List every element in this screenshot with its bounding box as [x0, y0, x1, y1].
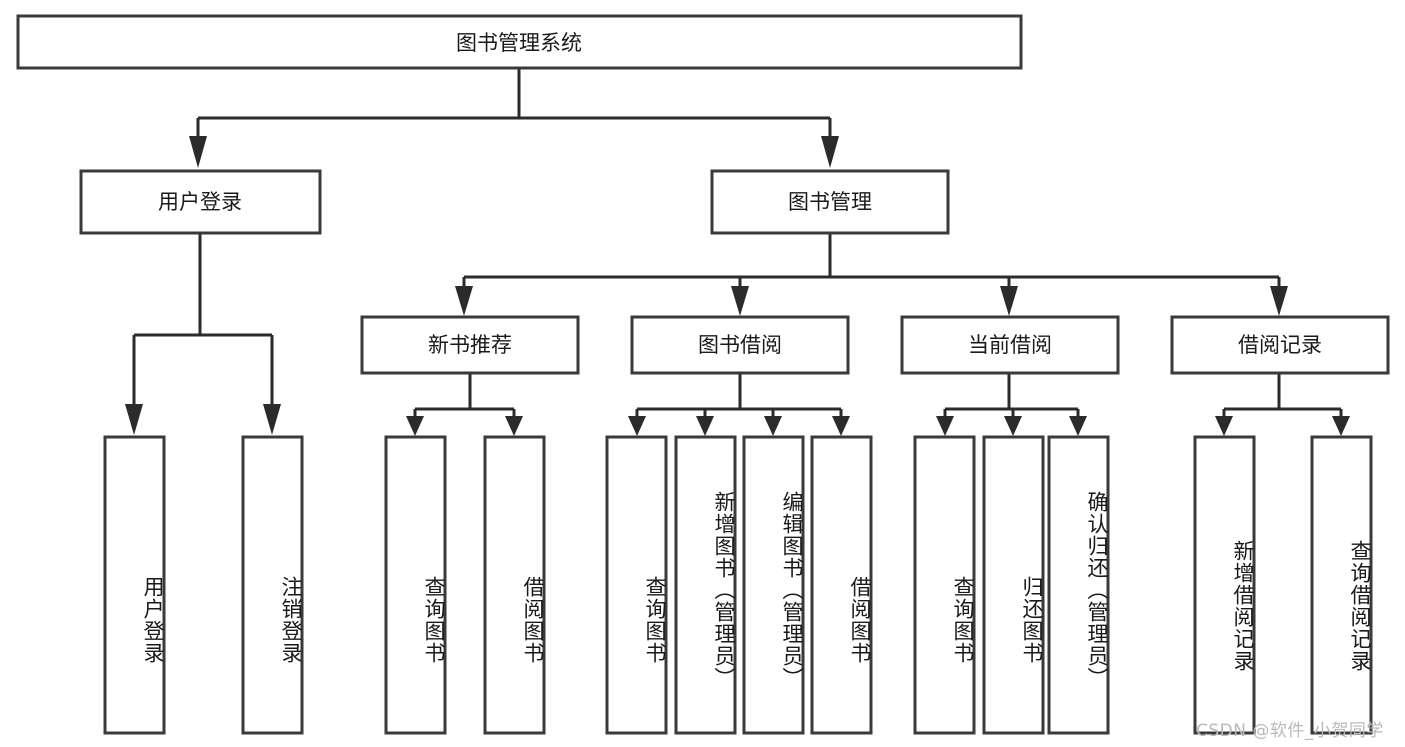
leaf-query-book-3[interactable]	[913, 435, 976, 735]
connector-group-root	[189, 69, 839, 168]
arrow-head-currentborrow-c2	[1004, 416, 1022, 436]
csdn-watermark: CSDN @软件_小贺同学	[1196, 721, 1384, 741]
connector-group-userlogin	[125, 234, 281, 435]
leaf-query-book-1[interactable]	[384, 435, 447, 735]
connector-group-bookborrow-children	[628, 374, 850, 436]
leaf-borrow-book-2[interactable]	[810, 435, 873, 735]
arrow-head-borrowrecord-c2	[1332, 416, 1350, 436]
node-current-borrow-label: 当前借阅	[968, 333, 1052, 357]
arrow-head-bookborrow-c1	[628, 416, 646, 436]
arrow-head-currentborrow-c3	[1069, 416, 1087, 436]
arrow-head-bookborrow	[731, 286, 749, 316]
leaf-return-book[interactable]	[982, 435, 1045, 735]
node-book-management-label: 图书管理	[788, 190, 872, 214]
arrow-head-borrowrecord	[1270, 286, 1288, 316]
node-root-label: 图书管理系统	[456, 31, 582, 55]
node-borrow-record[interactable]	[1170, 315, 1390, 375]
arrow-head-newbook-c1	[406, 416, 424, 436]
leaf-add-borrow-record[interactable]	[1193, 435, 1256, 735]
arrow-head-newbook-c2	[505, 416, 523, 436]
leaf-add-book-admin[interactable]	[674, 435, 737, 735]
leaf-logout[interactable]	[241, 435, 304, 735]
arrow-head-currentborrow-c1	[936, 416, 954, 436]
arrow-head-bookborrow-c3	[764, 416, 782, 436]
node-user-login-label: 用户登录	[158, 190, 242, 214]
connector-group-borrowrecord-children	[1215, 374, 1350, 436]
arrow-head-newbook	[455, 286, 473, 316]
leaf-edit-book-admin[interactable]	[742, 435, 805, 735]
arrow-head-bookborrow-c2	[696, 416, 714, 436]
leaf-borrow-book-1[interactable]	[483, 435, 546, 735]
node-book-borrow[interactable]	[630, 315, 850, 375]
arrow-head-leaf-logout	[263, 404, 281, 435]
node-new-book-recommend-label: 新书推荐	[428, 333, 512, 357]
connector-group-bookmgmt	[455, 233, 1288, 316]
arrow-head-bookmgmt	[821, 136, 839, 168]
node-current-borrow[interactable]	[900, 315, 1120, 375]
connector-group-newbook-children	[406, 374, 523, 436]
node-book-management[interactable]	[710, 169, 950, 235]
arrow-head-borrowrecord-c1	[1215, 416, 1233, 436]
node-new-book-recommend[interactable]	[360, 315, 580, 375]
leaf-user-login[interactable]	[103, 435, 166, 735]
arrow-head-leaf-user-login	[125, 404, 143, 435]
arrow-head-userlogin	[189, 136, 207, 168]
leaf-query-borrow-record[interactable]	[1310, 435, 1373, 735]
node-user-login[interactable]	[79, 169, 322, 235]
arrow-head-bookborrow-c4	[832, 416, 850, 436]
node-book-borrow-label: 图书借阅	[698, 333, 782, 357]
leaf-confirm-return-admin[interactable]	[1047, 435, 1110, 735]
arrow-head-currentborrow	[1000, 286, 1018, 316]
node-borrow-record-label: 借阅记录	[1238, 333, 1322, 357]
leaf-query-book-2[interactable]	[605, 435, 668, 735]
connector-group-currentborrow-children	[936, 374, 1087, 436]
node-root[interactable]	[16, 14, 1023, 70]
